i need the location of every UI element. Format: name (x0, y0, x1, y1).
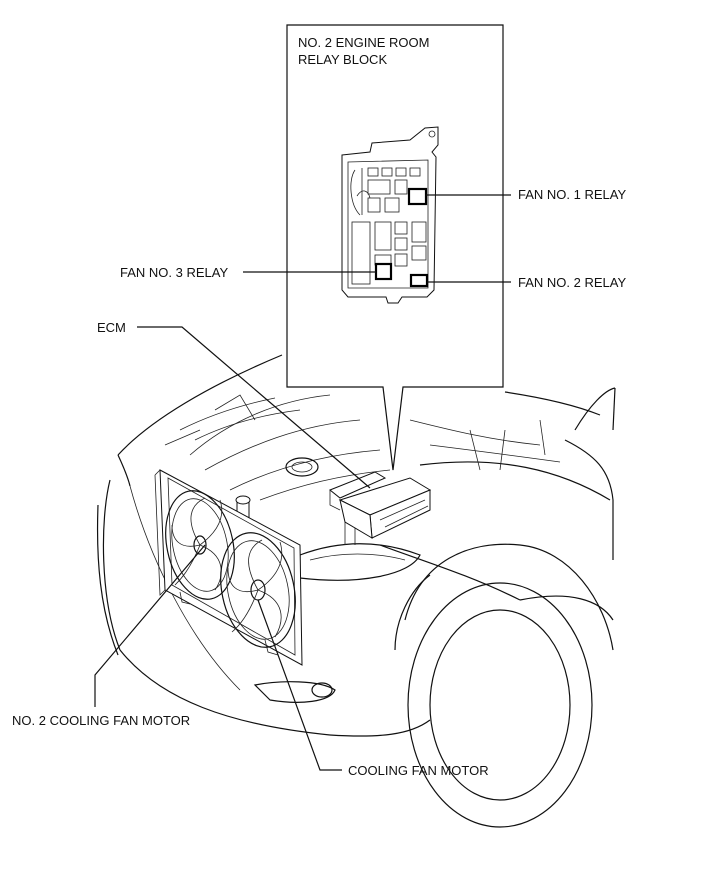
fan-no-2-relay-box (409, 273, 429, 288)
cooling-fan-assembly (154, 469, 303, 666)
leader-lines (94, 194, 511, 771)
callout-title-line2: RELAY BLOCK (298, 52, 387, 67)
label-fan-no-1-relay: FAN NO. 1 RELAY (518, 187, 626, 202)
relay-block (341, 126, 439, 304)
label-fan-no-2-relay: FAN NO. 2 RELAY (518, 275, 626, 290)
callout-title-line1: NO. 2 ENGINE ROOM (298, 35, 429, 50)
label-cooling-fan-motor: COOLING FAN MOTOR (348, 763, 489, 778)
label-fan-no-3-relay: FAN NO. 3 RELAY (120, 265, 228, 280)
component-labels: FAN NO. 1 RELAY FAN NO. 2 RELAY FAN NO. … (12, 187, 626, 778)
relay-block-callout: NO. 2 ENGINE ROOM RELAY BLOCK (286, 24, 504, 471)
label-no2-cooling-fan-motor: NO. 2 COOLING FAN MOTOR (12, 713, 190, 728)
fan-no-3-relay-box (374, 262, 393, 281)
fan-no-1-relay-box (407, 187, 428, 206)
label-ecm: ECM (97, 320, 126, 335)
